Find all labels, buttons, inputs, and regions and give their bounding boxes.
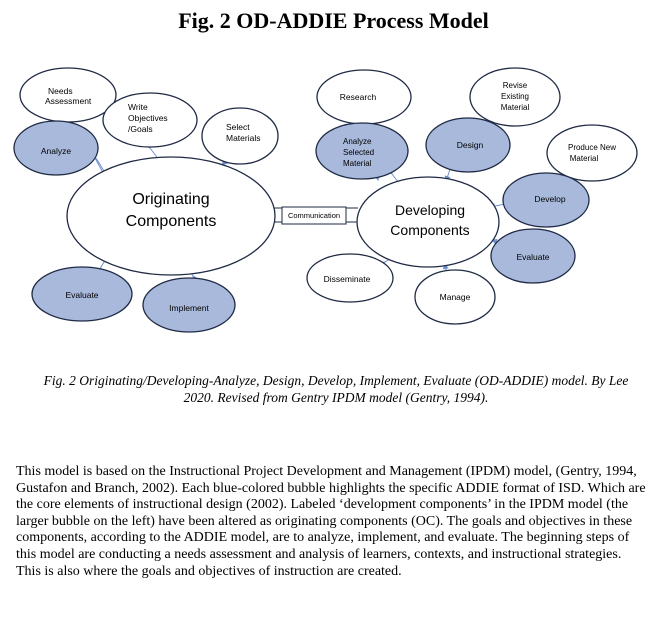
analyze-selected-line-3: Material [343, 159, 372, 168]
bubble-disseminate: Disseminate [306, 253, 394, 303]
bubble-research: Research [316, 69, 412, 125]
produce-line-1: Produce New [568, 143, 616, 152]
bubble-develop: Develop [502, 172, 590, 228]
bubble-originating-components: Originating Components [66, 156, 276, 276]
bubble-analyze-selected-material: Analyze Selected Material [315, 122, 409, 180]
evaluate-left-label: Evaluate [65, 290, 98, 300]
bubble-manage: Manage [414, 269, 496, 325]
bubble-developing-components: Developing Components [356, 176, 500, 268]
svg-text:Select: Select [226, 122, 250, 132]
svg-text:Selected: Selected [343, 148, 374, 157]
write-line-1: Write [128, 102, 148, 112]
bubble-evaluate-right: Evaluate [490, 228, 576, 284]
analyze-selected-line-2: Selected [343, 148, 374, 157]
bubble-analyze: Analyze [13, 120, 99, 176]
bubble-implement: Implement [142, 277, 236, 333]
svg-text:Materials: Materials [226, 133, 260, 143]
bubble-design: Design [425, 117, 511, 173]
write-line-3: /Goals [128, 124, 153, 134]
svg-text:Objectives: Objectives [128, 113, 168, 123]
bubble-select-materials: Select Materials [201, 107, 279, 165]
bubble-needs-assessment: Needs Assessment [19, 67, 117, 123]
analyze-label: Analyze [41, 146, 72, 156]
svg-text:Analyze: Analyze [343, 137, 372, 146]
design-label: Design [457, 140, 484, 150]
svg-text:Material: Material [343, 159, 372, 168]
revise-line-1: Revise [503, 81, 528, 90]
svg-text:Write: Write [128, 102, 148, 112]
bubble-write-objectives: Write Objectives /Goals [102, 92, 198, 148]
evaluate-right-label: Evaluate [516, 252, 549, 262]
developing-line-2: Components [390, 222, 469, 238]
figure-caption: Fig. 2 Originating/Developing-Analyze, D… [43, 373, 629, 405]
bubble-evaluate-left: Evaluate [31, 266, 133, 322]
implement-label: Implement [169, 303, 209, 313]
communication-box: Communication [281, 206, 347, 225]
figure-title: Fig. 2 OD-ADDIE Process Model [178, 8, 489, 33]
research-label: Research [340, 92, 377, 102]
svg-text:Assessment: Assessment [45, 96, 92, 106]
select-line-1: Select [226, 122, 250, 132]
revise-line-2: Existing [501, 92, 529, 101]
originating-line-2: Components [126, 213, 217, 230]
needs-line-1: Needs [48, 86, 73, 96]
bubble-revise-existing-material: Revise Existing Material [469, 67, 561, 127]
body-paragraph: This model is based on the Instructional… [16, 464, 646, 579]
disseminate-label: Disseminate [324, 274, 371, 284]
produce-line-2: Material [570, 154, 599, 163]
analyze-selected-line-1: Analyze [343, 137, 372, 146]
svg-text:Needs: Needs [48, 86, 73, 96]
developing-line-1: Developing [395, 202, 465, 218]
revise-line-3: Material [501, 103, 530, 112]
communication-label: Communication [288, 211, 340, 220]
manage-label: Manage [440, 292, 471, 302]
needs-line-2: Assessment [45, 96, 92, 106]
select-line-2: Materials [226, 133, 260, 143]
process-diagram: Needs Assessment Write Objectives /Goals… [13, 67, 638, 333]
svg-text:/Goals: /Goals [128, 124, 153, 134]
develop-label: Develop [534, 194, 565, 204]
bubble-produce-new-material: Produce New Material [546, 124, 638, 182]
originating-line-1: Originating [132, 191, 209, 208]
write-line-2: Objectives [128, 113, 168, 123]
